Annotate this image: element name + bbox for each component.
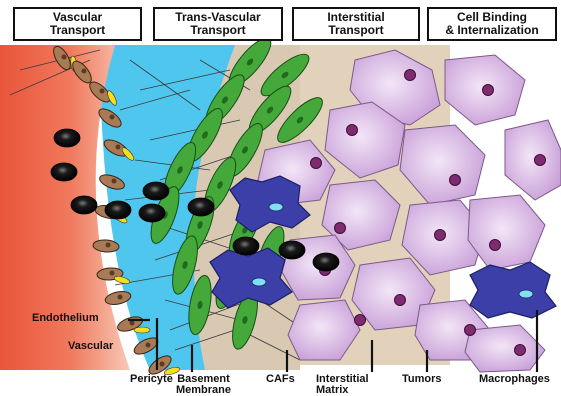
- macrophages-label: Macrophages: [479, 374, 550, 385]
- macrophage-nucleus: [252, 278, 266, 286]
- pericyte-nucleus: [106, 243, 111, 248]
- pericyte-nucleus: [110, 271, 115, 276]
- tumor-nucleus: [490, 240, 501, 251]
- tumor-nucleus: [535, 155, 546, 166]
- header-line: & Internalization: [445, 24, 538, 37]
- endothelium-label: Endothelium: [32, 312, 99, 324]
- interstitial-matrix-label: Interstitial Matrix: [316, 374, 369, 396]
- cafs-label: CAFs: [266, 374, 295, 385]
- pericyte-nucleus: [62, 55, 67, 60]
- nanoparticle: [279, 241, 305, 259]
- tumor-nucleus: [395, 295, 406, 306]
- nanoparticle: [143, 182, 169, 200]
- basement-membrane-label: Basement Membrane: [176, 374, 231, 396]
- tumor-nucleus: [355, 315, 366, 326]
- pericyte-nucleus: [146, 343, 151, 348]
- tumor-nucleus: [311, 158, 322, 169]
- nanoparticle: [139, 204, 165, 222]
- header-vascular-transport: Vascular Transport: [13, 7, 142, 41]
- nanoparticle: [105, 201, 131, 219]
- header-line: Transport: [190, 24, 245, 37]
- pericyte-nucleus: [118, 295, 123, 300]
- tumor-nucleus: [347, 125, 358, 136]
- tumor-nucleus: [435, 230, 446, 241]
- nanoparticle: [54, 129, 80, 147]
- macrophage-nucleus: [519, 290, 533, 298]
- endothelial-cell: [134, 327, 150, 333]
- pericyte-label: Pericyte: [130, 374, 173, 385]
- nanoparticle: [233, 237, 259, 255]
- pericyte-nucleus: [110, 115, 115, 120]
- tumor-nucleus: [465, 325, 476, 336]
- header-line: Transport: [50, 24, 105, 37]
- nanoparticle: [71, 196, 97, 214]
- nanoparticle: [188, 198, 214, 216]
- pericyte-nucleus: [112, 179, 117, 184]
- tumor-nucleus: [515, 345, 526, 356]
- macrophage-nucleus: [269, 203, 283, 211]
- header-cell-binding: Cell Binding & Internalization: [427, 7, 557, 41]
- pericyte-nucleus: [82, 69, 87, 74]
- macrophage-cell: [210, 248, 292, 308]
- header-trans-vascular-transport: Trans-Vascular Transport: [153, 7, 283, 41]
- tumor-nucleus: [405, 70, 416, 81]
- pericyte-nucleus: [116, 145, 121, 150]
- pericyte-nucleus: [130, 321, 135, 326]
- macrophage-cell: [470, 262, 556, 318]
- pericyte-nucleus: [160, 362, 165, 367]
- tumors-label: Tumors: [402, 374, 442, 385]
- tumor-nucleus: [335, 223, 346, 234]
- tumor-nucleus: [483, 85, 494, 96]
- header-line: Transport: [328, 24, 383, 37]
- pericyte-nucleus: [100, 89, 105, 94]
- nanoparticle: [313, 253, 339, 271]
- nanoparticle: [51, 163, 77, 181]
- header-interstitial-transport: Interstitial Transport: [292, 7, 420, 41]
- vascular-label: Vascular: [68, 340, 113, 352]
- tumor-nucleus: [450, 175, 461, 186]
